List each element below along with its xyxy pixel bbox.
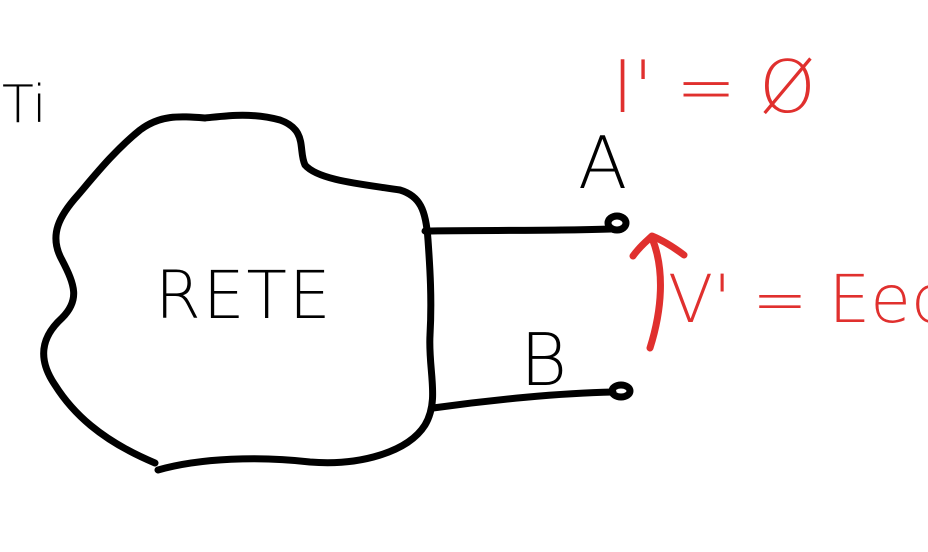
terminal-b-label: B xyxy=(520,318,567,402)
terminal-a-wire xyxy=(421,225,615,235)
terminal-b-wire xyxy=(429,388,617,412)
corner-text: Ti xyxy=(2,75,47,135)
network-blob xyxy=(40,111,437,474)
terminal-a-node xyxy=(604,212,630,234)
network-label: RETE xyxy=(155,257,333,334)
terminal-a-label: A xyxy=(578,121,627,205)
voltage-label: V' = Eeq xyxy=(668,261,928,338)
voltage-arrow xyxy=(646,234,664,352)
terminal-b-node xyxy=(608,381,634,401)
current-label: I' = Ø xyxy=(612,45,816,129)
voltage-arrow-head xyxy=(629,232,688,260)
